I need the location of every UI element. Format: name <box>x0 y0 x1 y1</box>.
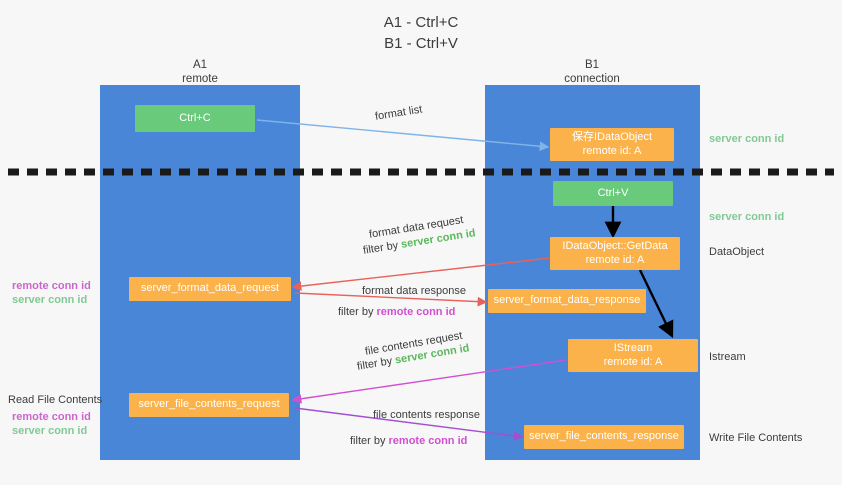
right-label-dataobject-text: DataObject <box>709 246 765 258</box>
node-server-format-data-request[interactable]: server_format_data_request <box>129 277 291 301</box>
edge-label-file-contents-response-text: file contents response <box>373 409 481 421</box>
page-title-line1: A1 - Ctrl+C <box>383 14 459 31</box>
left-label-read-file-contents-text: Read File Contents <box>8 394 103 406</box>
node-save-idataobject[interactable]: 保存IDataObject remote id: A <box>550 128 674 161</box>
left-label-read-file-contents: Read File Contents <box>8 393 102 407</box>
edge-label-format-data-response-filter: filter by remote conn id <box>338 305 455 319</box>
edge-label-fdres-filter-prefix: filter by <box>338 306 377 318</box>
node-save-idataobject-label: 保存IDataObject <box>571 131 653 143</box>
lane-a1-name: A1 <box>192 59 208 71</box>
lane-a1-subtitle: remote <box>182 72 218 85</box>
node-server-format-data-request-label: server_format_data_request <box>140 282 280 295</box>
left-label-remote-conn-id-1: remote conn id <box>12 280 91 292</box>
node-server-file-contents-response[interactable]: server_file_contents_response <box>524 425 684 449</box>
node-ctrl-v-label: Ctrl+V <box>597 186 629 199</box>
edge-label-file-contents-response: file contents response <box>373 408 480 422</box>
node-server-format-data-response-label: server_format_data_response <box>493 294 641 307</box>
right-label-server-conn-id-top-text: server conn id <box>709 133 785 145</box>
node-ctrl-v[interactable]: Ctrl+V <box>553 181 673 206</box>
left-label-server-conn-id-1: server conn id <box>12 294 88 306</box>
node-getdata-sub: remote id: A <box>585 253 645 266</box>
node-ctrl-c[interactable]: Ctrl+C <box>135 105 255 132</box>
edge-label-file-contents-response-filter: filter by remote conn id <box>350 434 467 448</box>
right-label-server-conn-id-mid: server conn id <box>709 210 784 224</box>
edge-label-fdres-filter-value: remote conn id <box>376 306 456 318</box>
edge-label-format-list-text: format list <box>374 103 424 123</box>
edge-label-fcres-filter-value: remote conn id <box>388 435 468 447</box>
edge-label-format-data-response-text: format data response <box>362 285 466 297</box>
right-label-write-file-contents: Write File Contents <box>709 431 802 445</box>
edge-label-format-list: format list <box>374 103 423 124</box>
page-title: A1 - Ctrl+C B1 - Ctrl+V <box>0 12 842 54</box>
left-label-conn-ids-2: remote conn id server conn id <box>12 410 91 438</box>
right-label-write-file-contents-text: Write File Contents <box>709 432 803 444</box>
node-getdata[interactable]: IDataObject::GetData remote id: A <box>550 237 680 270</box>
right-label-server-conn-id-top: server conn id <box>709 132 784 146</box>
edge-label-fcreq-filter-prefix: filter by <box>356 354 397 373</box>
edge-label-fcres-filter-prefix: filter by <box>350 435 389 447</box>
node-server-file-contents-request-label: server_file_contents_request <box>138 398 280 411</box>
lane-b1-name: B1 <box>584 59 600 71</box>
left-label-conn-ids-1: remote conn id server conn id <box>12 279 91 307</box>
lane-header-b1: B1 connection <box>522 59 662 86</box>
lane-b1-subtitle: connection <box>564 72 620 85</box>
node-getdata-label: IDataObject::GetData <box>562 240 668 252</box>
edge-label-format-data-response: format data response <box>362 284 466 298</box>
left-label-server-conn-id-2: server conn id <box>12 425 88 437</box>
right-label-server-conn-id-mid-text: server conn id <box>709 211 785 223</box>
left-label-remote-conn-id-2: remote conn id <box>12 411 91 423</box>
node-istream[interactable]: IStream remote id: A <box>568 339 698 372</box>
right-label-istream-text: Istream <box>709 351 746 363</box>
page-title-line2: B1 - Ctrl+V <box>384 35 458 52</box>
node-istream-label: IStream <box>613 342 653 354</box>
node-ctrl-c-label: Ctrl+C <box>179 111 211 124</box>
node-save-idataobject-sub: remote id: A <box>582 144 642 157</box>
node-istream-sub: remote id: A <box>603 355 663 368</box>
node-server-file-contents-response-label: server_file_contents_response <box>529 430 679 443</box>
node-server-format-data-response[interactable]: server_format_data_response <box>488 289 646 313</box>
node-server-file-contents-request[interactable]: server_file_contents_request <box>129 393 289 417</box>
right-label-dataobject: DataObject <box>709 245 764 259</box>
right-label-istream: Istream <box>709 350 746 364</box>
lane-header-a1: A1 remote <box>130 59 270 86</box>
edge-label-fdreq-filter-prefix: filter by <box>362 238 403 257</box>
